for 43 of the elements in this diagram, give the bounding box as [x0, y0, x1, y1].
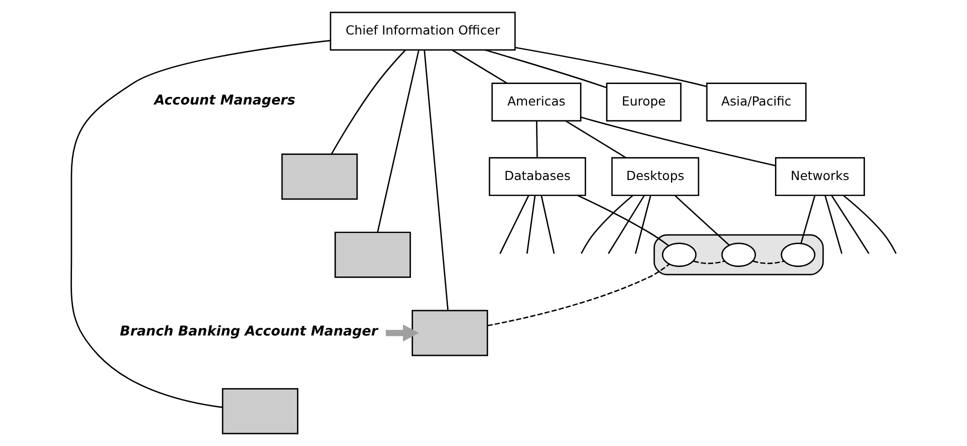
node-box: Databases	[488, 157, 586, 196]
connector	[423, 50, 448, 310]
connector	[692, 260, 724, 264]
connector	[498, 195, 529, 254]
connector	[526, 196, 536, 254]
connector	[376, 50, 419, 232]
node-ellipse	[661, 242, 696, 267]
connector	[330, 50, 406, 154]
connector	[70, 40, 330, 408]
connector	[484, 49, 606, 88]
node-box: Chief Information Officer	[329, 12, 516, 51]
node-box: Desktops	[610, 157, 699, 196]
node-box: Networks	[774, 157, 864, 196]
connector	[540, 196, 554, 254]
connector	[564, 120, 626, 158]
connector	[752, 260, 784, 264]
connector	[674, 195, 730, 246]
connector	[576, 194, 668, 246]
connector	[514, 46, 706, 88]
node-box: Europe	[606, 82, 681, 122]
node-box	[280, 154, 358, 200]
connector	[451, 50, 507, 84]
label: Account Managers	[154, 92, 295, 109]
connector	[536, 121, 538, 158]
node-ellipse	[720, 242, 756, 267]
connector	[842, 194, 896, 254]
connector	[607, 195, 644, 254]
node-box: Asia/Pacific	[706, 82, 806, 122]
node-text: Branch Banking Account Manager	[119, 323, 378, 340]
node-box	[221, 388, 298, 434]
connector	[800, 196, 815, 244]
arrow	[385, 324, 419, 342]
node-box: Americas	[490, 82, 581, 122]
node-ellipse	[780, 242, 815, 267]
connector	[634, 196, 651, 254]
node-box	[334, 232, 410, 278]
connector	[580, 116, 776, 166]
connector	[830, 196, 869, 254]
cluster	[653, 234, 824, 276]
connector	[580, 195, 633, 254]
connector	[824, 196, 842, 254]
node-box	[411, 310, 488, 356]
connector	[486, 264, 670, 326]
